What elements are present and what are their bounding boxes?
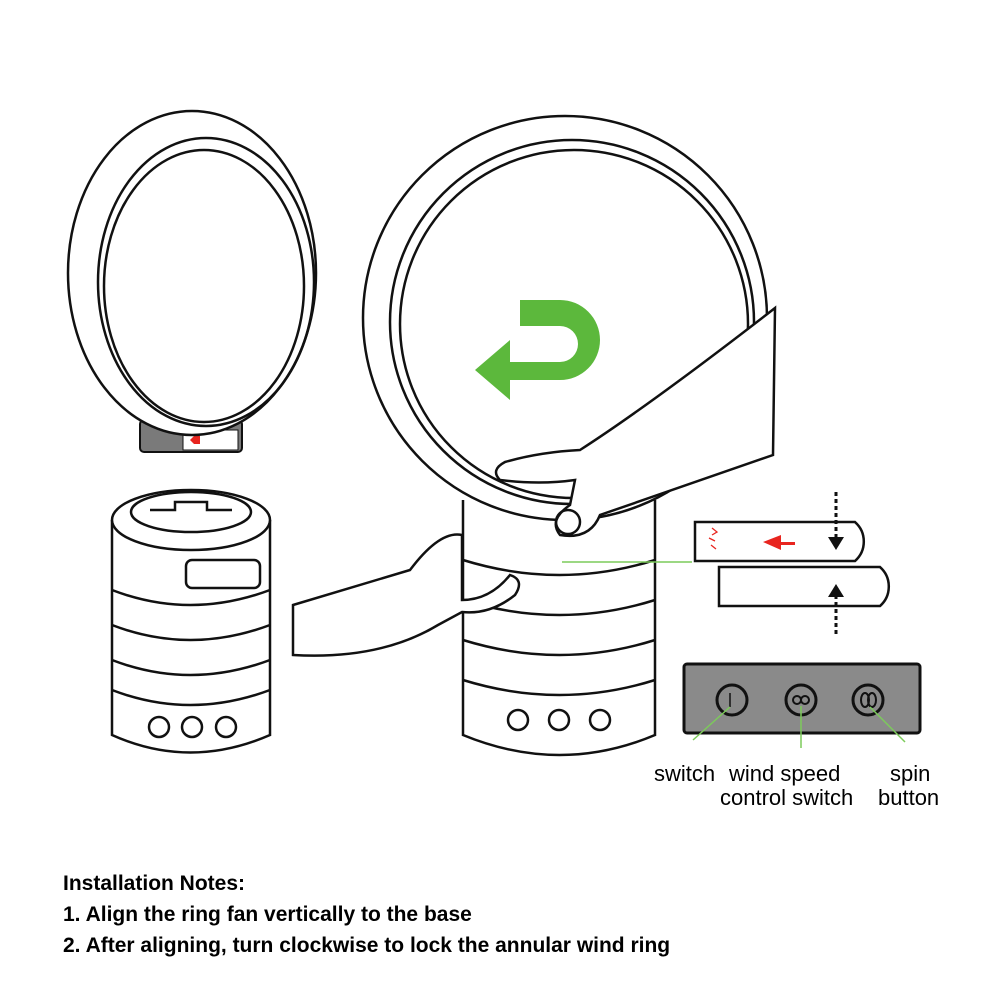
notes-title: Installation Notes:: [63, 872, 245, 895]
label-button: button: [878, 785, 939, 810]
ring-fan-left: [66, 109, 318, 453]
fan-base-right: [461, 500, 657, 757]
base-button-3: [214, 715, 238, 739]
red-arrow-icon: [190, 436, 200, 444]
left-hand: [291, 533, 521, 657]
label-switch: switch: [654, 761, 715, 786]
note-item-1: 1. Align the ring fan vertically to the …: [63, 903, 472, 926]
power-switch-button[interactable]: [715, 683, 749, 717]
fan-base-left: [110, 488, 272, 754]
control-panel: [682, 662, 922, 748]
base-button-1: [147, 715, 171, 739]
right-hand: [494, 305, 777, 538]
label-spin: spin: [890, 761, 930, 786]
spin-button[interactable]: [851, 683, 885, 717]
red-arrow-icon: [763, 535, 795, 550]
base-button-3: [588, 708, 612, 732]
label-wind-speed: wind speed: [728, 761, 840, 786]
arrow-down-icon: [828, 537, 844, 550]
label-control-switch: control switch: [720, 785, 853, 810]
arrow-up-icon: [828, 584, 844, 597]
base-button-2: [180, 715, 204, 739]
base-button-1: [506, 708, 530, 732]
lock-indicator-detail: [693, 492, 890, 634]
base-button-2: [547, 708, 571, 732]
note-item-2: 2. After aligning, turn clockwise to loc…: [63, 934, 670, 957]
rotate-arrow-icon: [475, 300, 600, 400]
